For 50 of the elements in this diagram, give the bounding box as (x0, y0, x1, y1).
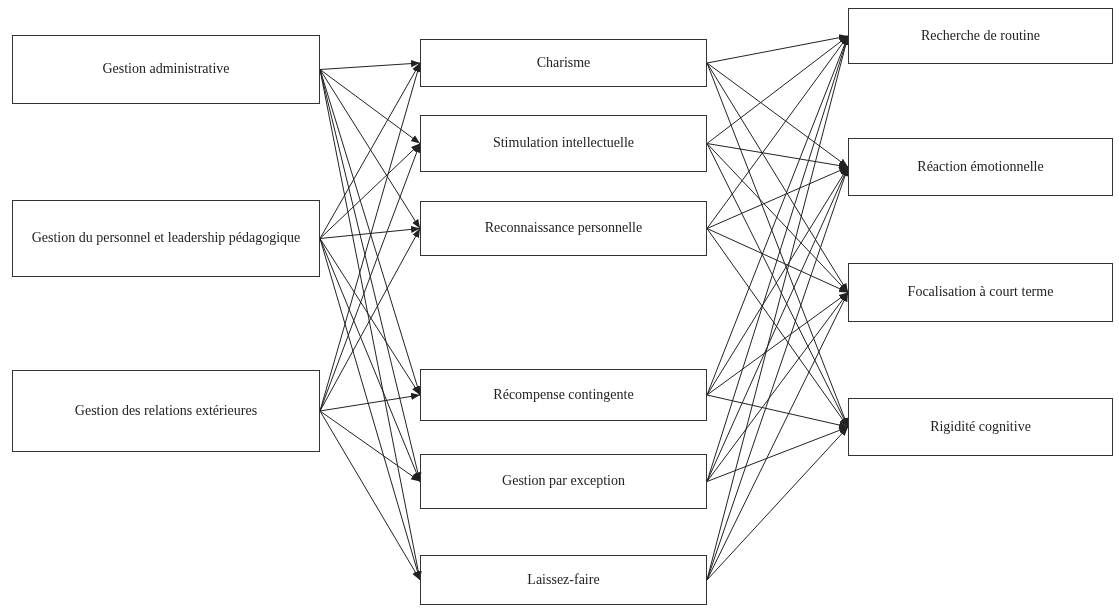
arrow (706, 228, 849, 293)
arrow (319, 392, 421, 412)
process-box (420, 115, 707, 172)
arrow (319, 69, 421, 144)
arrow (319, 143, 421, 239)
arrow (319, 60, 421, 70)
arrow (706, 426, 849, 482)
process-box (420, 369, 707, 421)
arrow (706, 35, 849, 144)
arrow (319, 225, 421, 239)
node-label: Gestion du personnel et leadership pédagogique (31, 230, 301, 247)
process-box (420, 454, 707, 509)
arrow (319, 238, 421, 482)
process-box (420, 555, 707, 605)
process-box (848, 263, 1113, 322)
process-box (848, 138, 1113, 196)
process-box (12, 200, 320, 277)
node-label: Focalisation à court terme (907, 284, 1054, 301)
process-box (12, 370, 320, 452)
arrow (706, 143, 849, 170)
arrow (706, 426, 849, 581)
arrow (319, 143, 421, 412)
arrow (319, 410, 421, 482)
node-label: Récompense contingente (493, 386, 634, 404)
arrow (706, 143, 849, 293)
node-label: Charisme (536, 54, 591, 72)
node-label: Stimulation intellectuelle (492, 135, 635, 152)
node-label: Gestion administrative (102, 61, 230, 78)
node-label: Rigidité cognitive (930, 418, 1031, 436)
arrow (706, 228, 849, 428)
arrow (706, 34, 849, 64)
node-label: Réaction émotionnelle (917, 158, 1044, 176)
arrow (706, 166, 849, 229)
process-box (848, 8, 1113, 64)
node-label: Recherche de routine (921, 27, 1040, 45)
process-box (420, 201, 707, 256)
process-box (420, 39, 707, 87)
arrow (706, 292, 849, 581)
process-box (848, 398, 1113, 456)
arrow (319, 410, 421, 581)
arrow (706, 292, 849, 396)
arrow (706, 292, 849, 482)
node-label: Reconnaissance personnelle (484, 220, 643, 237)
arrow (706, 62, 849, 168)
node-label: Gestion par exception (502, 473, 625, 490)
arrow (706, 62, 849, 293)
process-box (12, 35, 320, 104)
arrow (706, 394, 849, 429)
node-label: Laissez-faire (527, 571, 600, 589)
node-label: Gestion des relations extérieures (74, 402, 258, 420)
